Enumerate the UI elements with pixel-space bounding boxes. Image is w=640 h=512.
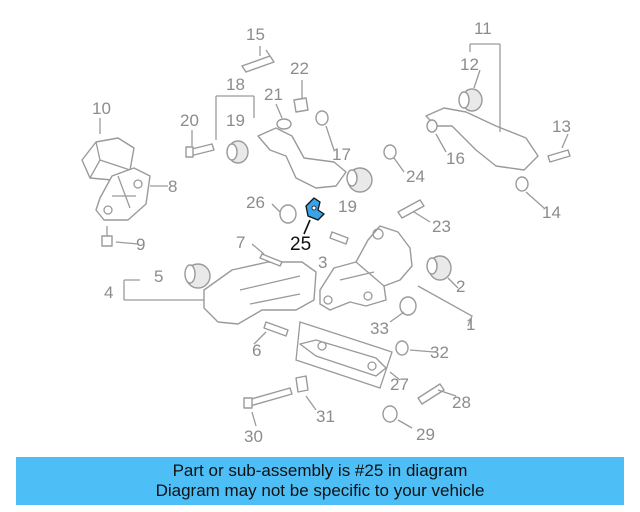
part-10-mount: [81, 137, 135, 181]
part-23-bolt: [397, 199, 425, 219]
callout-8: 8: [168, 177, 177, 196]
part-6-bolt: [263, 321, 289, 337]
callout-2: 2: [456, 277, 465, 296]
part-21-washer: [276, 118, 292, 130]
callout-23: 23: [432, 217, 451, 236]
part-20-bolt: [185, 143, 215, 158]
part-5-bushing: [184, 263, 211, 289]
callout-20: 20: [180, 111, 199, 130]
callout-7: 7: [236, 233, 245, 252]
callout-5: 5: [154, 267, 163, 286]
part-12-bushing: [458, 88, 483, 112]
part-4-lower-arm: [123, 261, 317, 325]
part-8-bracket: [95, 167, 151, 221]
callout-19b: 19: [338, 197, 357, 216]
callout-9: 9: [136, 235, 145, 254]
callout-28: 28: [452, 393, 471, 412]
part-15-bolt: [241, 49, 275, 73]
part-7-bolt: [259, 253, 283, 267]
callout-11: 11: [474, 19, 492, 38]
callout-22: 22: [290, 59, 309, 78]
part-32-washer: [395, 340, 409, 356]
part-25-bracket-highlighted: [305, 197, 325, 221]
callout-33: 33: [370, 319, 389, 338]
banner-line-2: Diagram may not be specific to your vehi…: [155, 481, 485, 500]
callout-32: 32: [430, 343, 449, 362]
part-9-bolt: [101, 226, 113, 247]
banner-line-1: Part or sub-assembly is #25 in diagram: [172, 461, 468, 480]
callout-4: 4: [104, 283, 113, 302]
part-11-lower-arm: [425, 43, 539, 171]
callout-12: 12: [460, 55, 479, 74]
part-16-washer: [426, 119, 438, 133]
part-18-upper-arm: [215, 95, 347, 189]
callout-19a: 19: [226, 111, 245, 130]
part-31-clip: [295, 375, 309, 393]
callout-15: 15: [246, 25, 265, 44]
part-19-bushing-a: [226, 140, 249, 164]
leader-lines: [99, 46, 569, 429]
part-14-nut: [515, 176, 529, 192]
callout-labels: 1 2 3 4 5 6 7 8 9 10 11 12 13 14 15 16 1…: [92, 19, 571, 446]
part-13-bolt: [547, 149, 571, 163]
part-3-bolt: [329, 231, 349, 245]
part-27-link: [295, 321, 393, 389]
part-33-nut: [399, 296, 417, 316]
part-2-bushing: [426, 255, 452, 281]
part-24-washer: [383, 144, 397, 160]
part-26-nut: [279, 204, 297, 224]
callout-1: 1: [466, 315, 475, 334]
callout-10: 10: [92, 99, 111, 118]
part-17-nut: [315, 110, 329, 126]
part-19-bushing-b: [346, 167, 373, 193]
callout-31: 31: [316, 407, 335, 426]
callout-13: 13: [552, 117, 571, 136]
callout-24: 24: [406, 167, 425, 186]
part-29-nut: [382, 405, 398, 423]
callout-29: 29: [416, 425, 435, 444]
callout-26: 26: [246, 193, 265, 212]
callout-14: 14: [542, 203, 561, 222]
part-30-bolt: [243, 387, 293, 409]
part-28-bolt: [417, 383, 445, 405]
info-banner: Part or sub-assembly is #25 in diagram D…: [16, 457, 624, 505]
callout-16: 16: [446, 149, 465, 168]
part-1-knuckle: [319, 225, 473, 327]
callout-6: 6: [252, 341, 261, 360]
callout-27: 27: [390, 375, 409, 394]
callout-17: 17: [332, 145, 351, 164]
callout-18: 18: [226, 75, 245, 94]
part-22-nut: [293, 97, 309, 113]
callout-21: 21: [264, 85, 283, 104]
callout-3: 3: [318, 253, 327, 272]
callout-30: 30: [244, 427, 263, 446]
callout-25: 25: [290, 234, 311, 255]
